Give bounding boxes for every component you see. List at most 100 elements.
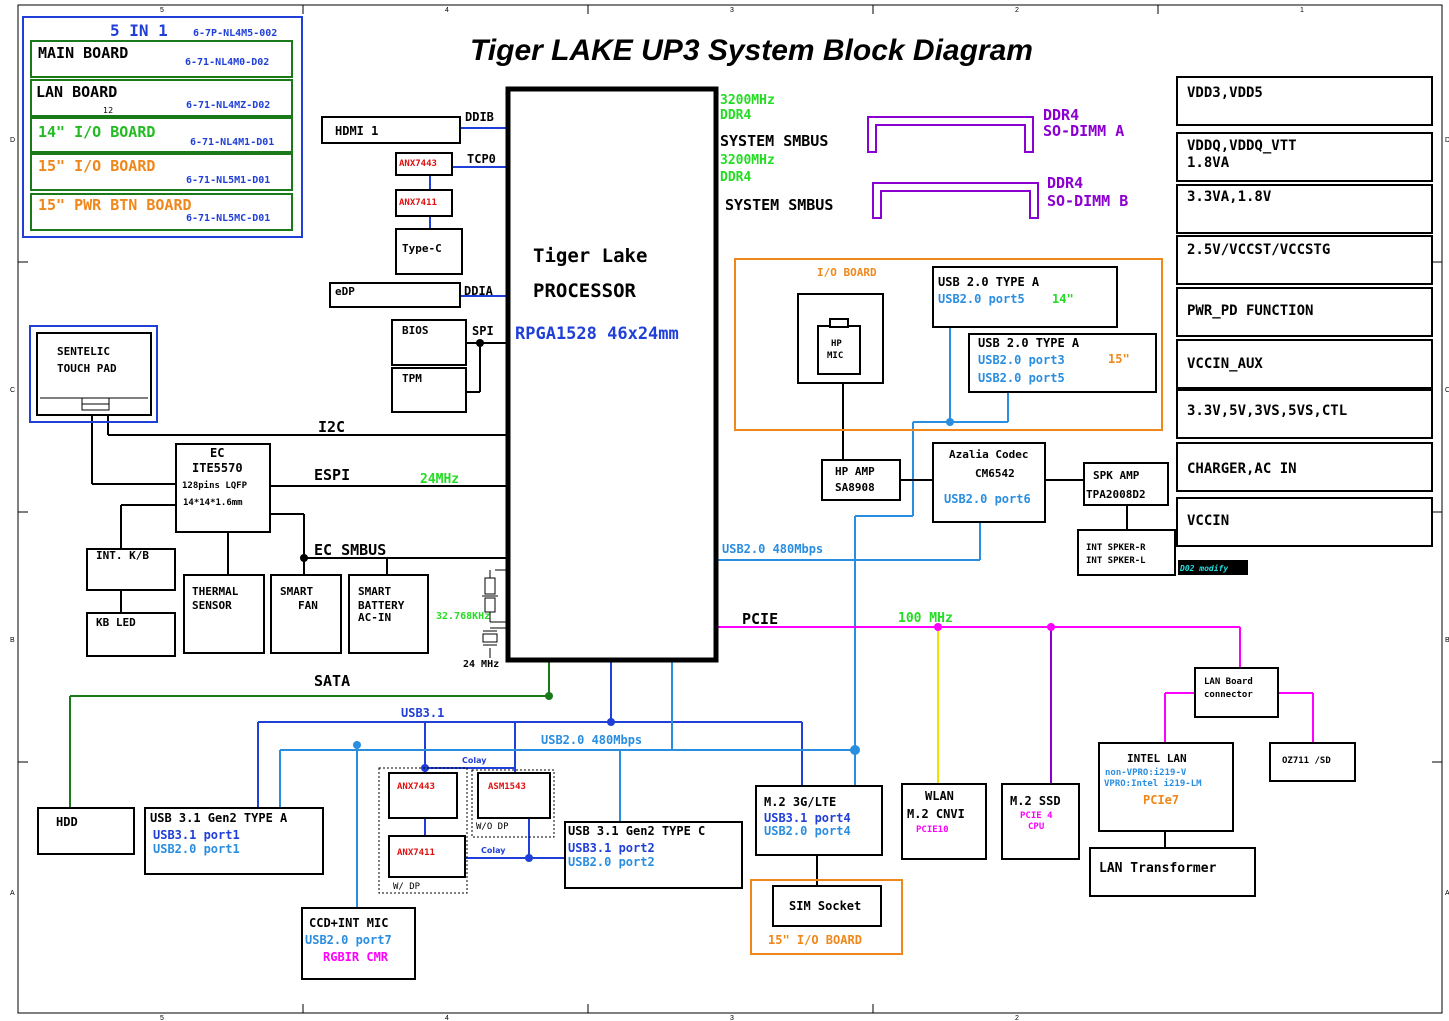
wlan-label-3: PCIE10 <box>916 825 949 835</box>
board-pn: 6-71-NL5MC-D01 <box>186 213 270 224</box>
power-rail-box <box>1176 389 1433 439</box>
dimm-a-name-1: DDR4 <box>1043 106 1079 124</box>
colay-label-2: Colay <box>481 846 506 855</box>
anx7411-box <box>395 189 453 217</box>
diagram-title: Tiger LAKE UP3 System Block Diagram <box>470 34 1033 67</box>
lte-box <box>755 785 883 856</box>
hpmic-label-1: HP <box>831 339 842 349</box>
edp-label: eDP <box>335 285 355 298</box>
board-sub: 12 <box>103 106 113 115</box>
board-pn: 6-71-NL5M1-D01 <box>186 175 270 186</box>
usb-typea-14-box <box>932 266 1118 328</box>
connection-lines <box>69 127 1314 908</box>
dimm-b-icon <box>872 182 1039 219</box>
col-label: 1 <box>1300 7 1304 14</box>
wlan-box <box>901 783 987 860</box>
five-in-one-frame <box>22 16 303 238</box>
power-rail-label: VCCIN_AUX <box>1187 356 1263 372</box>
board-pn: 6-71-NL4M0-D02 <box>185 57 269 68</box>
row-label: A <box>1445 890 1449 897</box>
colay-label-1: Colay <box>462 756 487 765</box>
row-label: D <box>1445 137 1449 144</box>
hdd-label: HDD <box>56 815 78 829</box>
power-rail-box <box>1176 442 1433 492</box>
board-pn: 6-71-NL4MZ-D02 <box>186 100 270 111</box>
battery-label-3: AC-IN <box>358 611 391 624</box>
tpm-label: TPM <box>402 372 422 385</box>
ddib-label: DDIB <box>465 110 494 124</box>
battery-box <box>348 574 429 654</box>
lan-transformer-box <box>1089 847 1256 897</box>
oz711-box <box>1269 742 1356 782</box>
hp-amp-label-1: HP AMP <box>835 465 875 478</box>
intel-lan-label-4: PCIe7 <box>1143 793 1179 807</box>
pcie-clock: 100 MHz <box>898 611 953 626</box>
row-label: C <box>10 387 15 394</box>
lte-port1: USB3.1 port4 <box>764 811 851 825</box>
power-rail-label: 3.3VA,1.8V <box>1187 189 1272 205</box>
border-ticks <box>18 5 1442 1013</box>
io-board-label: I/O BOARD <box>817 266 877 279</box>
col-label: 2 <box>1015 1015 1019 1021</box>
intel-lan-box <box>1098 742 1234 832</box>
hp-amp-box <box>821 459 901 501</box>
bios-box <box>391 319 467 366</box>
lan-connector-label-1: LAN Board <box>1204 677 1253 687</box>
edp-box <box>329 282 461 308</box>
fan-label-2: FAN <box>298 599 318 612</box>
power-rail-label: VCCIN <box>1187 513 1229 529</box>
lan-transformer-label: LAN Transformer <box>1099 861 1217 876</box>
hdmi-label: HDMI 1 <box>335 124 378 138</box>
battery-label-2: BATTERY <box>358 599 405 612</box>
power-rail-label: PWR_PD FUNCTION <box>1187 303 1313 319</box>
power-rail-label: CHARGER,AC IN <box>1187 461 1297 477</box>
usb-typea-box <box>144 807 324 875</box>
board-name: LAN BOARD <box>36 83 117 101</box>
battery-label-1: SMART <box>358 585 391 598</box>
tpm-box <box>391 367 467 413</box>
lte-port2: USB2.0 port4 <box>764 824 851 838</box>
kb-box <box>86 548 176 591</box>
hp-amp-label-2: SA8908 <box>835 481 875 494</box>
hdmi-box <box>321 116 461 144</box>
usb-typea-15-port1: USB2.0 port3 <box>978 353 1065 367</box>
power-rail-box <box>1176 497 1433 547</box>
kb-label: INT. K/B <box>96 549 149 562</box>
col-label: 5 <box>160 1015 164 1021</box>
power-rail-label: 1.8VA <box>1187 155 1230 171</box>
dimm-a-icon <box>867 116 1034 153</box>
camera-label-3: RGBIR CMR <box>323 950 389 964</box>
power-rail-box <box>1176 287 1433 337</box>
usb-typea-port1: USB3.1 port1 <box>153 828 240 842</box>
hpmic-label-2: MIC <box>827 351 843 361</box>
wo-dp-label: W/O DP <box>476 822 509 832</box>
fan-label-1: SMART <box>280 585 313 598</box>
dimm-b-smbus: SYSTEM SMBUS <box>725 196 833 214</box>
board-name: 15" PWR BTN BOARD <box>38 196 192 214</box>
usb-typea-14-title: USB 2.0 TYPE A <box>938 275 1040 289</box>
ec-smbus-label: EC SMBUS <box>314 541 386 559</box>
dimm-a-freq: 3200MHz <box>720 93 775 108</box>
power-rail-box <box>1176 132 1433 182</box>
usb-typea-14-note: 14" <box>1052 292 1074 306</box>
sim-board-label: 15" I/O BOARD <box>768 933 862 947</box>
camera-box <box>301 907 416 980</box>
touchpad-icon <box>40 397 148 411</box>
xtal-32k-label: 32.768KHz <box>436 611 490 622</box>
ec-label-1: EC <box>210 446 224 460</box>
dimm-b-type: DDR4 <box>720 170 751 185</box>
row-label: B <box>1445 637 1449 644</box>
power-rail-box <box>1176 339 1433 389</box>
usb-typea-15-port2: USB2.0 port5 <box>978 371 1065 385</box>
anx7443-bottom-label: ANX7443 <box>397 782 435 792</box>
usb-typea-15-note: 15" <box>1108 352 1130 366</box>
board-item <box>30 40 293 78</box>
wlan-label-2: M.2 CNVI <box>907 807 965 821</box>
sim-label: SIM Socket <box>789 899 861 913</box>
five-in-one-header: 5 IN 1 <box>110 21 168 40</box>
hdd-box <box>37 807 135 855</box>
camera-label-2: USB2.0 port7 <box>305 933 392 947</box>
xtal-24m-label: 24 MHz <box>463 659 499 670</box>
board-name: MAIN BOARD <box>38 44 128 62</box>
espi-label: ESPI <box>314 466 350 484</box>
